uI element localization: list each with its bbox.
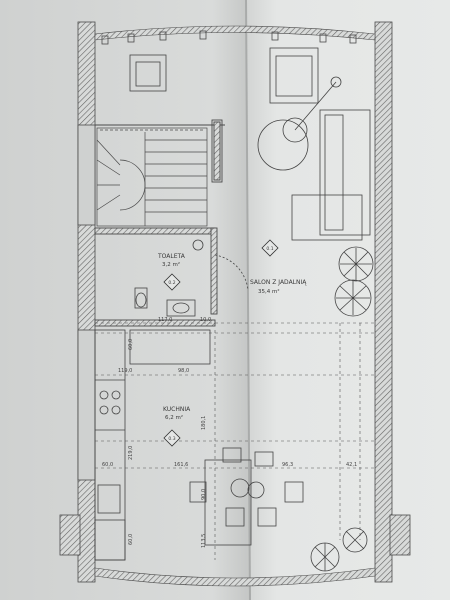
staircase — [96, 127, 208, 227]
top-windows — [101, 30, 357, 45]
dim-label: 90,0 — [201, 489, 207, 500]
dim-label: 98,0 — [178, 368, 189, 374]
living-area: 35,4 m² — [258, 288, 280, 295]
svg-text:0.1: 0.1 — [266, 246, 273, 252]
dim-label: 10,0 — [200, 317, 211, 323]
armchair-right — [269, 47, 319, 104]
kitchen-name: KUCHNIA — [163, 406, 191, 413]
dim-label: 60,0 — [102, 462, 113, 468]
dim-label: 161,6 — [174, 462, 188, 468]
left-page — [0, 0, 250, 600]
dashed-lines — [95, 322, 375, 560]
living-room-tag: 0.1 — [261, 239, 279, 257]
dim-label: 42,1 — [346, 462, 357, 468]
plants-right — [334, 246, 374, 317]
plants-bottom — [310, 527, 368, 572]
toilet-room-tag: 0.2 — [163, 273, 181, 291]
kitchen-area: 6,2 m² — [165, 414, 183, 421]
top-curved-wall — [94, 25, 376, 41]
bottom-curved-wall — [94, 567, 376, 587]
dim-label: 60,0 — [128, 534, 134, 545]
dim-label: 180,1 — [201, 416, 207, 430]
book-gutter — [245, 0, 251, 600]
dining-set — [189, 447, 304, 546]
kitchen-counter — [94, 329, 211, 561]
svg-text:0.3: 0.3 — [168, 436, 175, 442]
right-page — [246, 0, 450, 600]
floor-lamp — [257, 76, 342, 171]
dim-label: 117,0 — [158, 317, 172, 323]
dim-label: 96,3 — [282, 462, 293, 468]
toilet-area: 3,2 m² — [162, 261, 180, 268]
dim-label: 60,0 — [128, 339, 134, 350]
dimension-labels: 117,0 10,0 119,0 98,0 60,0 180,1 219,0 9… — [102, 317, 357, 548]
toilet-name: TOALETA — [157, 253, 186, 260]
armchair-left — [129, 54, 167, 92]
dim-label: 119,0 — [118, 368, 132, 374]
living-name: SALON Z JADALNIĄ — [250, 279, 307, 286]
svg-text:0.2: 0.2 — [168, 280, 175, 286]
kitchen-room-tag: 0.3 — [163, 429, 181, 447]
dim-label: 113,5 — [201, 534, 207, 548]
sofa — [291, 109, 371, 241]
outer-walls — [59, 21, 411, 583]
toilet-fixtures — [134, 239, 249, 317]
dim-label: 219,0 — [128, 446, 134, 460]
